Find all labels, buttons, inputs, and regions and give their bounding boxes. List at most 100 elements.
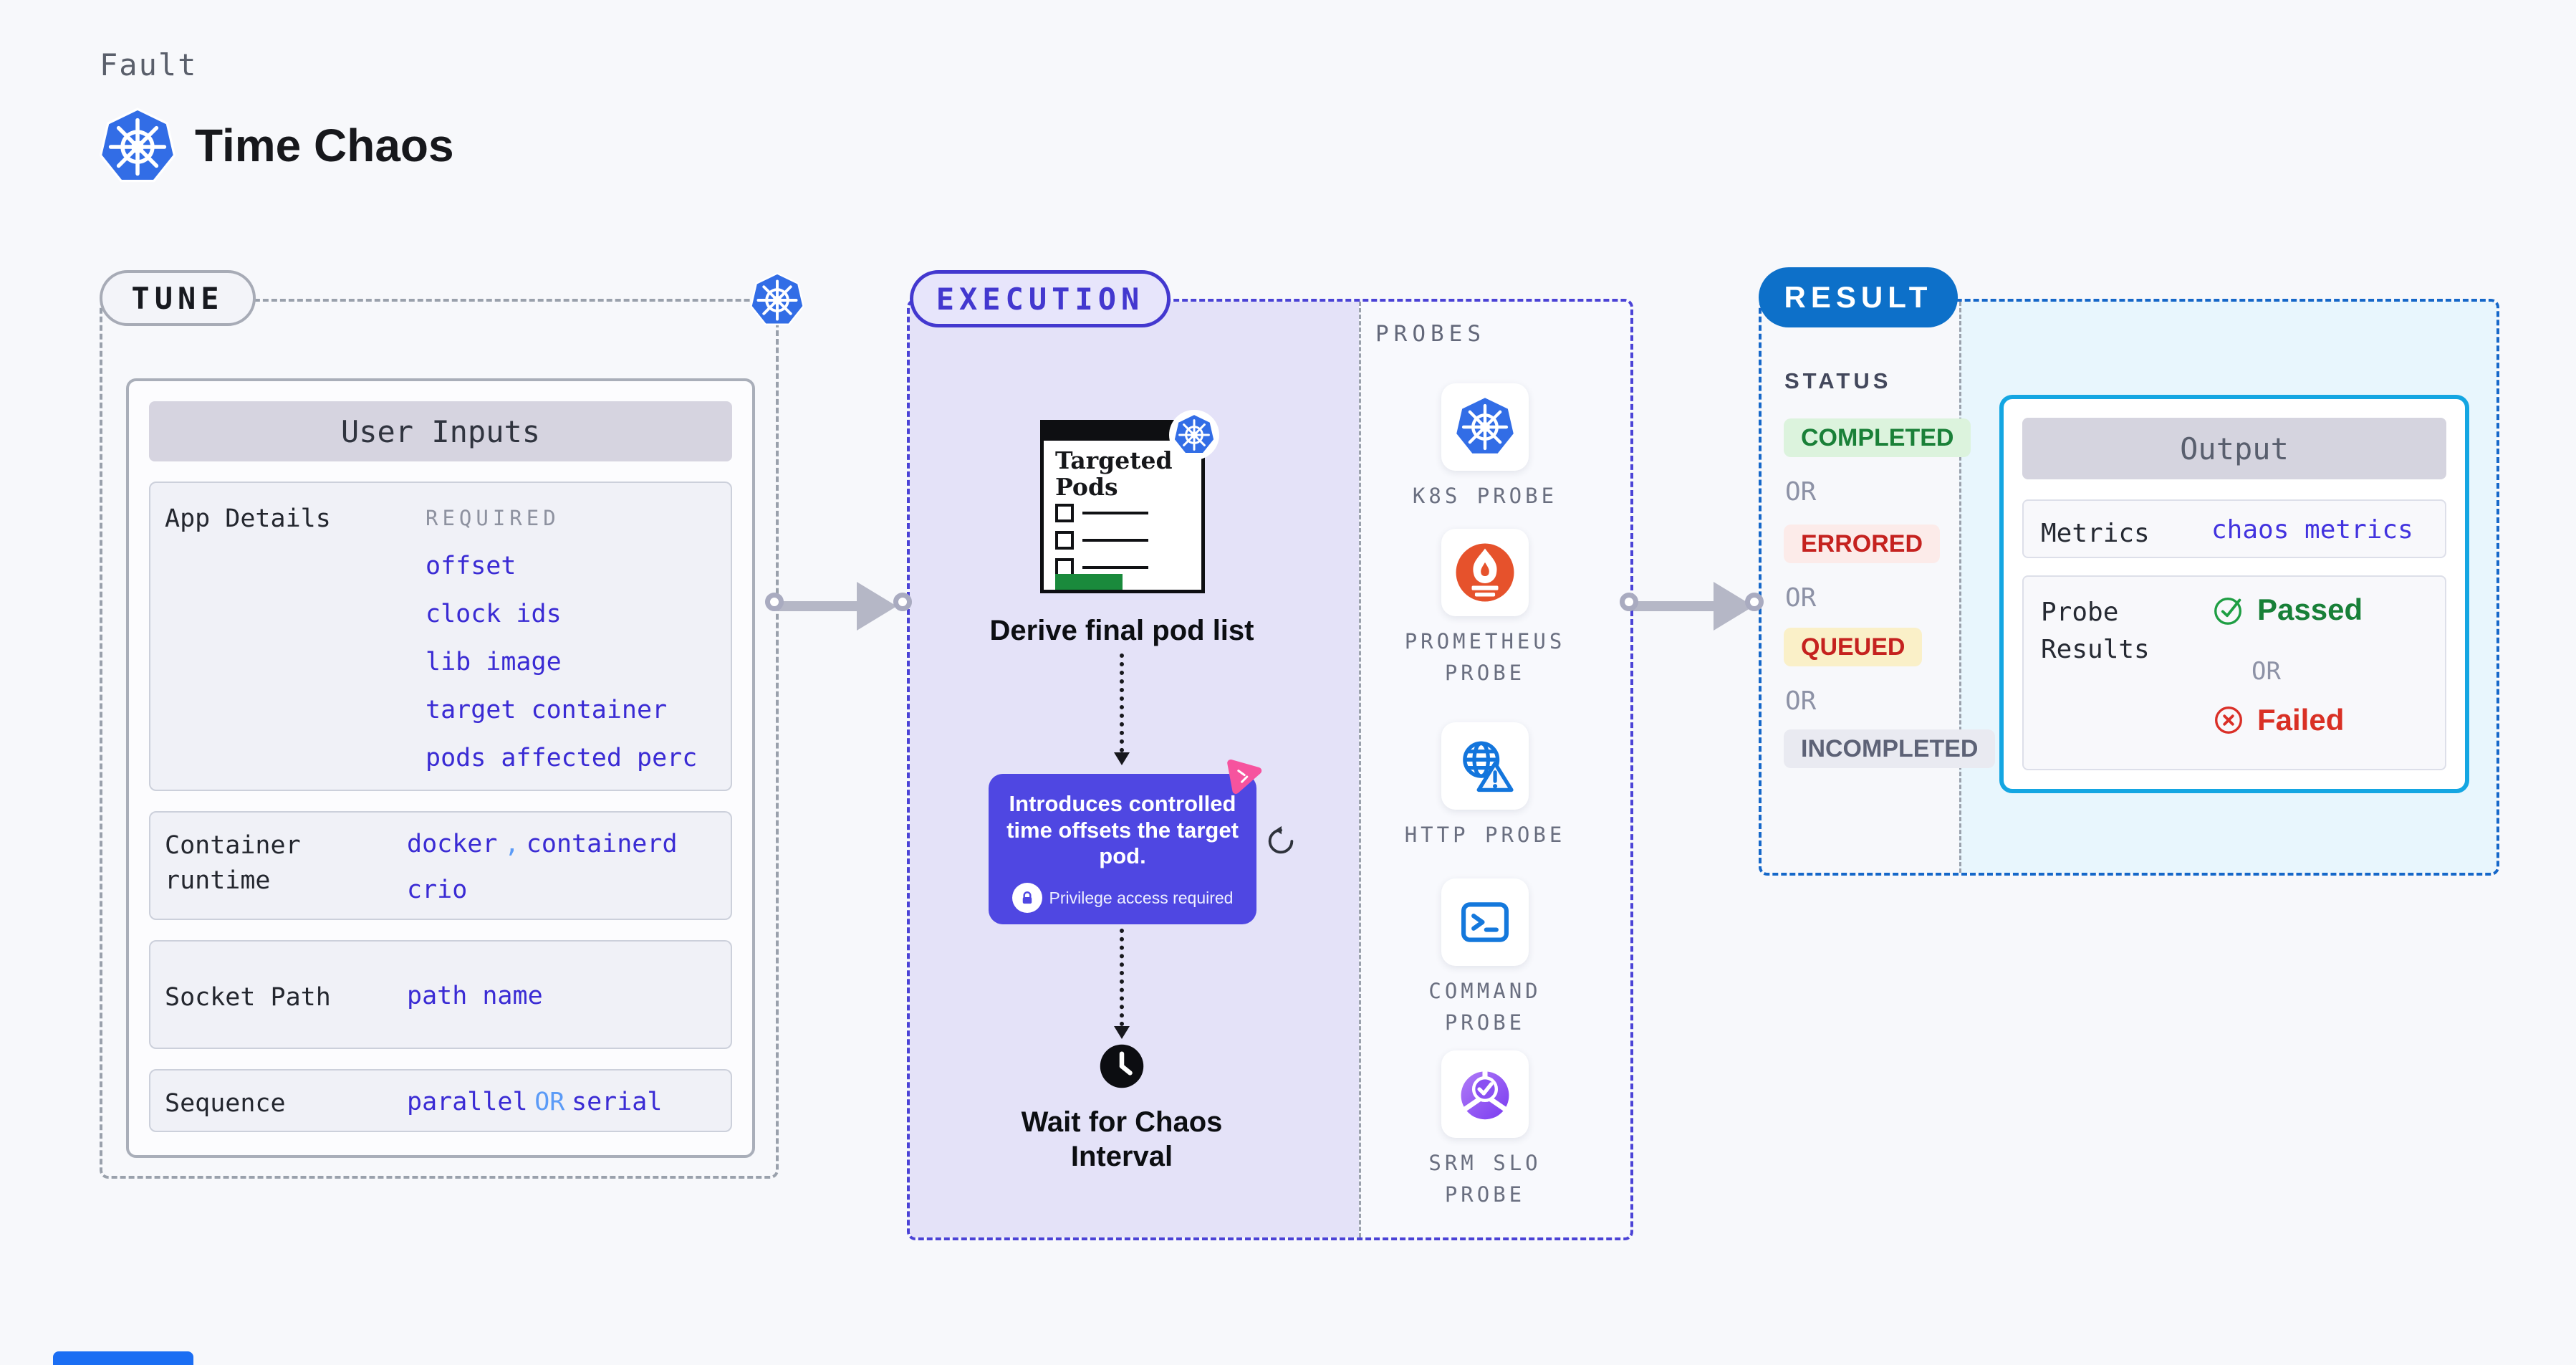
kubernetes-badge (1169, 410, 1219, 460)
status-title: STATUS (1784, 368, 1892, 393)
list-line (1082, 566, 1148, 569)
fault-tooltip: Introduces controlled time offsets the t… (989, 774, 1256, 924)
tune-section (100, 299, 779, 1179)
probe-results-label: Probe Results (2041, 598, 2150, 665)
failed-result: Failed (2211, 703, 2344, 737)
refresh-icon (1264, 824, 1298, 858)
probe-results-row: Probe Results Passed OR Failed (2022, 575, 2446, 770)
fault-eyebrow: Fault (100, 47, 198, 82)
chaos-pink-icon (1222, 755, 1265, 798)
probe-item: K8S PROBE (1392, 383, 1578, 512)
arrow-execution-to-result (1633, 601, 1721, 611)
checkbox-icon (1055, 504, 1074, 522)
status-badge-errored: ERRORED (1784, 525, 1941, 563)
probe-card (1441, 1050, 1529, 1138)
tooltip-note: Privilege access required (989, 883, 1256, 913)
value-serial: serial (572, 1088, 663, 1116)
pod-list-item (1055, 504, 1148, 522)
wait-interval-label: Wait for Chaos Interval (1021, 1106, 1223, 1172)
flow-connector (1120, 653, 1124, 752)
probe-label: COMMAND PROBE (1428, 979, 1542, 1035)
status-badge-incompleted: INCOMPLETED (1784, 729, 1996, 768)
check-circle-icon (2211, 593, 2246, 627)
user-inputs-card: User Inputs App Details REQUIRED offset … (126, 378, 755, 1158)
value-path-name: path name (407, 982, 543, 1010)
globe-warning-icon (1453, 734, 1517, 798)
connector-dot (765, 593, 784, 611)
execution-badge: EXECUTION (910, 270, 1171, 327)
x-circle-icon (2211, 703, 2246, 737)
metrics-row: Metrics chaos metrics (2022, 499, 2446, 558)
list-line (1082, 539, 1148, 542)
container-runtime-values: docker , containerd (407, 830, 678, 858)
socket-path-row: Socket Path path name (149, 940, 732, 1049)
user-inputs-title: User Inputs (149, 401, 732, 461)
container-runtime-row: Container runtime docker , containerd cr… (149, 811, 732, 920)
status-badge-completed: COMPLETED (1784, 418, 1971, 457)
arrowhead-icon (857, 582, 897, 631)
tune-badge: TUNE (100, 270, 256, 326)
progress-bar (1055, 574, 1123, 590)
page-title: Time Chaos (195, 120, 454, 171)
kubernetes-icon (1173, 413, 1216, 456)
sequence-label: Sequence (165, 1089, 286, 1118)
value-pods-affected-perc: pods affected perc (426, 744, 698, 772)
down-arrow-icon (1114, 752, 1130, 765)
probe-label: SRM SLO PROBE (1428, 1151, 1542, 1207)
tooltip-text: Introduces controlled time offsets the t… (1006, 791, 1239, 869)
probe-card (1441, 383, 1529, 471)
probe-item: SRM SLO PROBE (1392, 1050, 1578, 1210)
value-lib-image: lib image (426, 648, 562, 676)
derive-pod-list-label: Derive final pod list (989, 615, 1254, 646)
flow-connector (1120, 929, 1124, 1026)
terminal-icon (1453, 891, 1517, 954)
or-separator: OR (2251, 657, 2281, 686)
connector-dot (1620, 593, 1638, 611)
probe-card (1441, 529, 1529, 616)
value-separator: , (504, 830, 520, 858)
connector-dot (1745, 593, 1764, 611)
probe-item: HTTP PROBE (1392, 722, 1578, 851)
container-runtime-label: Container runtime (165, 831, 301, 895)
socket-path-label: Socket Path (165, 983, 331, 1012)
value-parallel: parallel (407, 1088, 528, 1116)
probe-card (1441, 722, 1529, 810)
failed-label: Failed (2257, 703, 2345, 737)
passed-result: Passed (2211, 593, 2363, 627)
value-offset: offset (426, 552, 516, 580)
probe-card (1441, 878, 1529, 966)
slo-pie-icon (1453, 1063, 1517, 1126)
metrics-value: chaos metrics (2211, 515, 2413, 545)
metrics-label: Metrics (2041, 519, 2150, 548)
output-title: Output (2022, 418, 2446, 479)
clock-icon (1096, 1040, 1148, 1092)
app-details-row: App Details REQUIRED offset clock ids li… (149, 482, 732, 791)
value-containerd: containerd (526, 830, 678, 858)
checkbox-icon (1055, 531, 1074, 550)
probe-label: HTTP PROBE (1404, 823, 1566, 847)
value-clock-ids: clock ids (426, 600, 562, 628)
output-card: Output Metrics chaos metrics Probe Resul… (1999, 395, 2469, 793)
lock-icon (1019, 889, 1036, 906)
down-arrow-icon (1114, 1026, 1130, 1039)
status-badge-queued: QUEUED (1784, 628, 1923, 666)
value-crio: crio (407, 876, 468, 904)
probe-item: PROMETHEUS PROBE (1392, 529, 1578, 689)
value-target-container: target container (426, 696, 668, 724)
or-separator: OR (1785, 686, 1817, 716)
panel-divider (1359, 302, 1361, 1237)
kubernetes-icon (749, 272, 805, 328)
required-tag: REQUIRED (426, 506, 560, 530)
sequence-or: OR (534, 1088, 565, 1116)
result-badge: RESULT (1759, 267, 1958, 327)
bottom-scroll-chip (53, 1351, 193, 1365)
or-separator: OR (1785, 583, 1817, 613)
prometheus-icon (1453, 541, 1517, 604)
passed-label: Passed (2257, 593, 2363, 626)
kubernetes-icon (98, 107, 177, 186)
value-docker: docker (407, 830, 498, 858)
lock-badge (1011, 883, 1042, 913)
arrow-tune-to-execution (779, 601, 865, 611)
probe-label: K8S PROBE (1412, 484, 1558, 508)
list-line (1082, 512, 1148, 514)
